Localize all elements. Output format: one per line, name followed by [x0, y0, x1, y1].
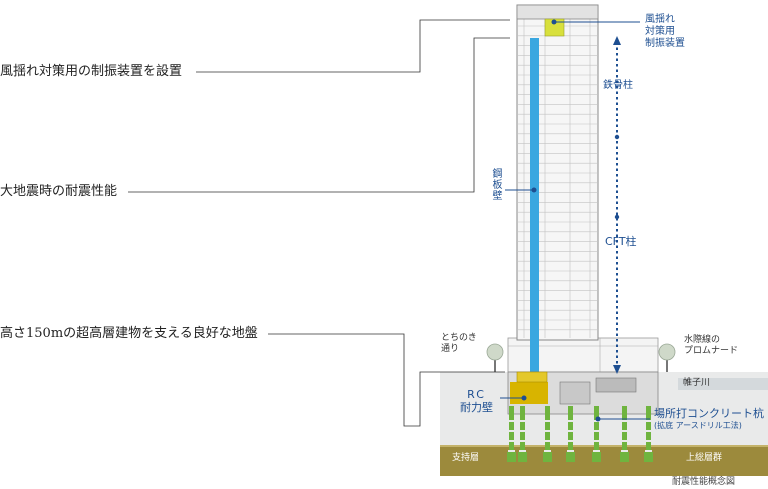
damper-callout: 風揺れ 対策用 制振装置: [645, 14, 685, 49]
pile-band: [621, 440, 628, 442]
pile-band: [519, 450, 526, 452]
piles-method-label: (拡底 アースドリル工法): [654, 421, 742, 430]
street-label: とちのき 通り: [441, 333, 477, 354]
pile-base-1: [507, 452, 516, 462]
piles-label: 場所打コンクリート杭: [654, 407, 764, 420]
river-label: 帷子川: [683, 378, 711, 388]
tower-top: [516, 4, 599, 20]
pile-band: [544, 440, 551, 442]
pile-base-3: [543, 452, 552, 462]
pile-base-2: [518, 452, 527, 462]
tree-left: [486, 343, 504, 372]
river: [678, 378, 768, 390]
tree-right: [658, 343, 676, 372]
pile-band: [567, 440, 574, 442]
pile-band: [508, 420, 515, 422]
pile-band: [567, 450, 574, 452]
pile-band: [593, 440, 600, 442]
feature-wind-damper: 風揺れ対策用の制振装置を設置: [0, 64, 183, 79]
pile-band: [519, 440, 526, 442]
pile-base-5: [592, 452, 601, 462]
pile-band: [593, 450, 600, 452]
damper-device: [544, 18, 565, 37]
pile-band: [621, 420, 628, 422]
pile-base-7: [644, 452, 653, 462]
pile-band: [567, 430, 574, 432]
callout-line-3: [268, 333, 505, 427]
promenade-label: 水際線の プロムナード: [684, 335, 739, 356]
pile-band: [621, 430, 628, 432]
pile-band: [645, 420, 652, 422]
rc-wall-label: RC 耐力壁: [460, 388, 493, 414]
steel-wall-label: 鋼板壁: [490, 168, 501, 201]
feature-ground: 高さ150mの超高層建物を支える良好な地盤: [0, 326, 258, 341]
cft-column-label: CFT柱: [605, 235, 637, 248]
rc-wall: [510, 382, 548, 404]
pile-band: [645, 450, 652, 452]
steel-plate-wall: [530, 38, 539, 372]
pile-base-4: [566, 452, 575, 462]
bearing-layer-label: 支持層: [452, 453, 480, 463]
pile-band: [508, 450, 515, 452]
rc-wall-top: [516, 371, 548, 383]
pile-band: [593, 430, 600, 432]
bearing-layer: [440, 446, 768, 476]
pile-band: [544, 430, 551, 432]
callout-line-1: [196, 19, 510, 73]
pile-band: [508, 440, 515, 442]
pile-band: [645, 440, 652, 442]
feature-seismic: 大地震時の耐震性能: [0, 184, 118, 199]
pile-band: [519, 420, 526, 422]
pile-band: [621, 450, 628, 452]
steel-column-label: 鉄骨柱: [603, 80, 633, 91]
pile-base-6: [620, 452, 629, 462]
callout-line-2: [128, 37, 510, 193]
caption: 耐震性能概念図: [672, 477, 736, 487]
pile-band: [544, 450, 551, 452]
pile-band: [544, 420, 551, 422]
pile-band: [645, 430, 652, 432]
pile-band: [567, 420, 574, 422]
pile-band: [519, 430, 526, 432]
pile-band: [508, 430, 515, 432]
group-label: 上総層群: [686, 453, 723, 463]
